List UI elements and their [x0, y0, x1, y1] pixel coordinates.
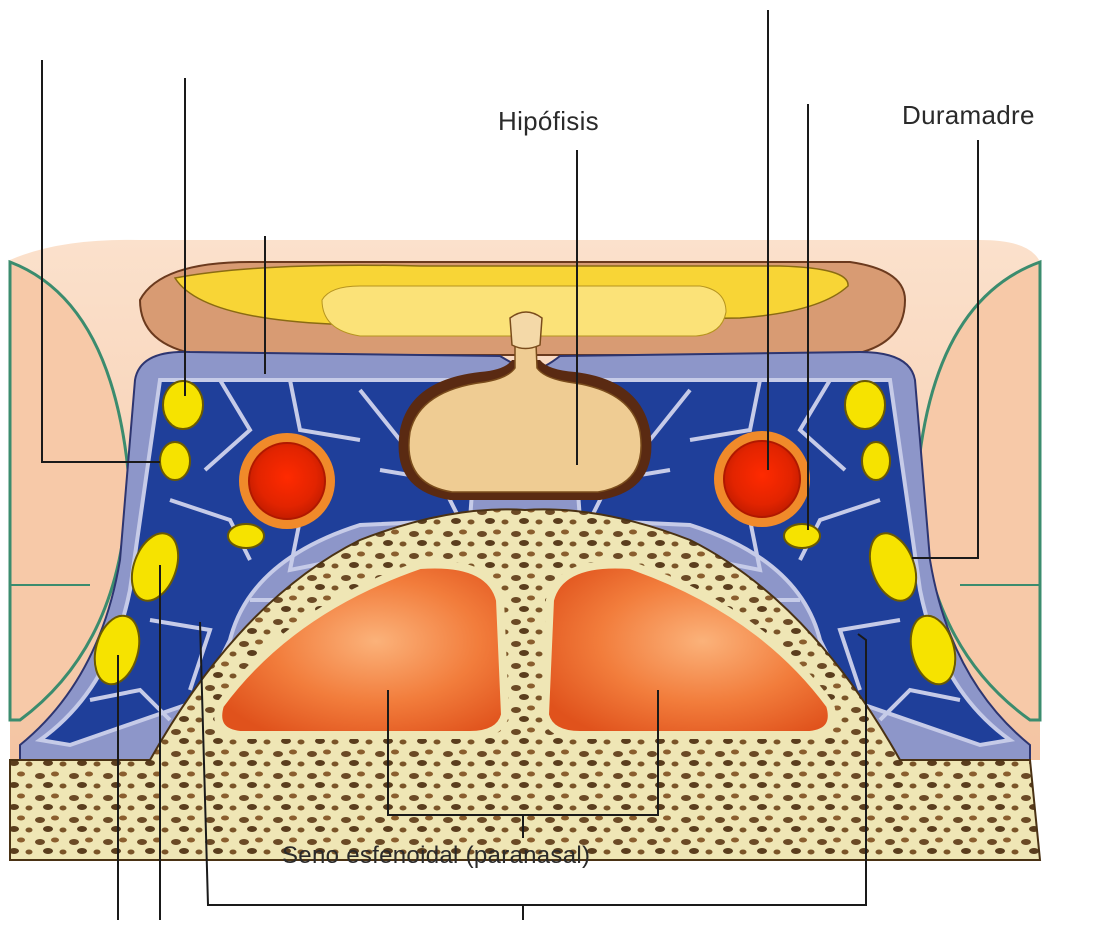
abducens-nerve-left: [228, 524, 264, 548]
duramadre-label: Duramadre: [902, 100, 1035, 131]
trochlear-nerve-left: [160, 442, 190, 480]
pituitary-stalk: [510, 312, 542, 349]
trochlear-nerve-right: [862, 442, 890, 480]
oculomotor-nerve-right: [845, 381, 885, 429]
oculomotor-nerve-left: [163, 381, 203, 429]
carotid-artery-right-lumen: [724, 441, 800, 517]
seno-esfenoidal-label: Seno esfenoidal (paranasal): [282, 842, 590, 870]
carotid-artery-left-lumen: [249, 443, 325, 519]
hipofisis-label: Hipófisis: [498, 106, 599, 137]
abducens-nerve-right: [784, 524, 820, 548]
